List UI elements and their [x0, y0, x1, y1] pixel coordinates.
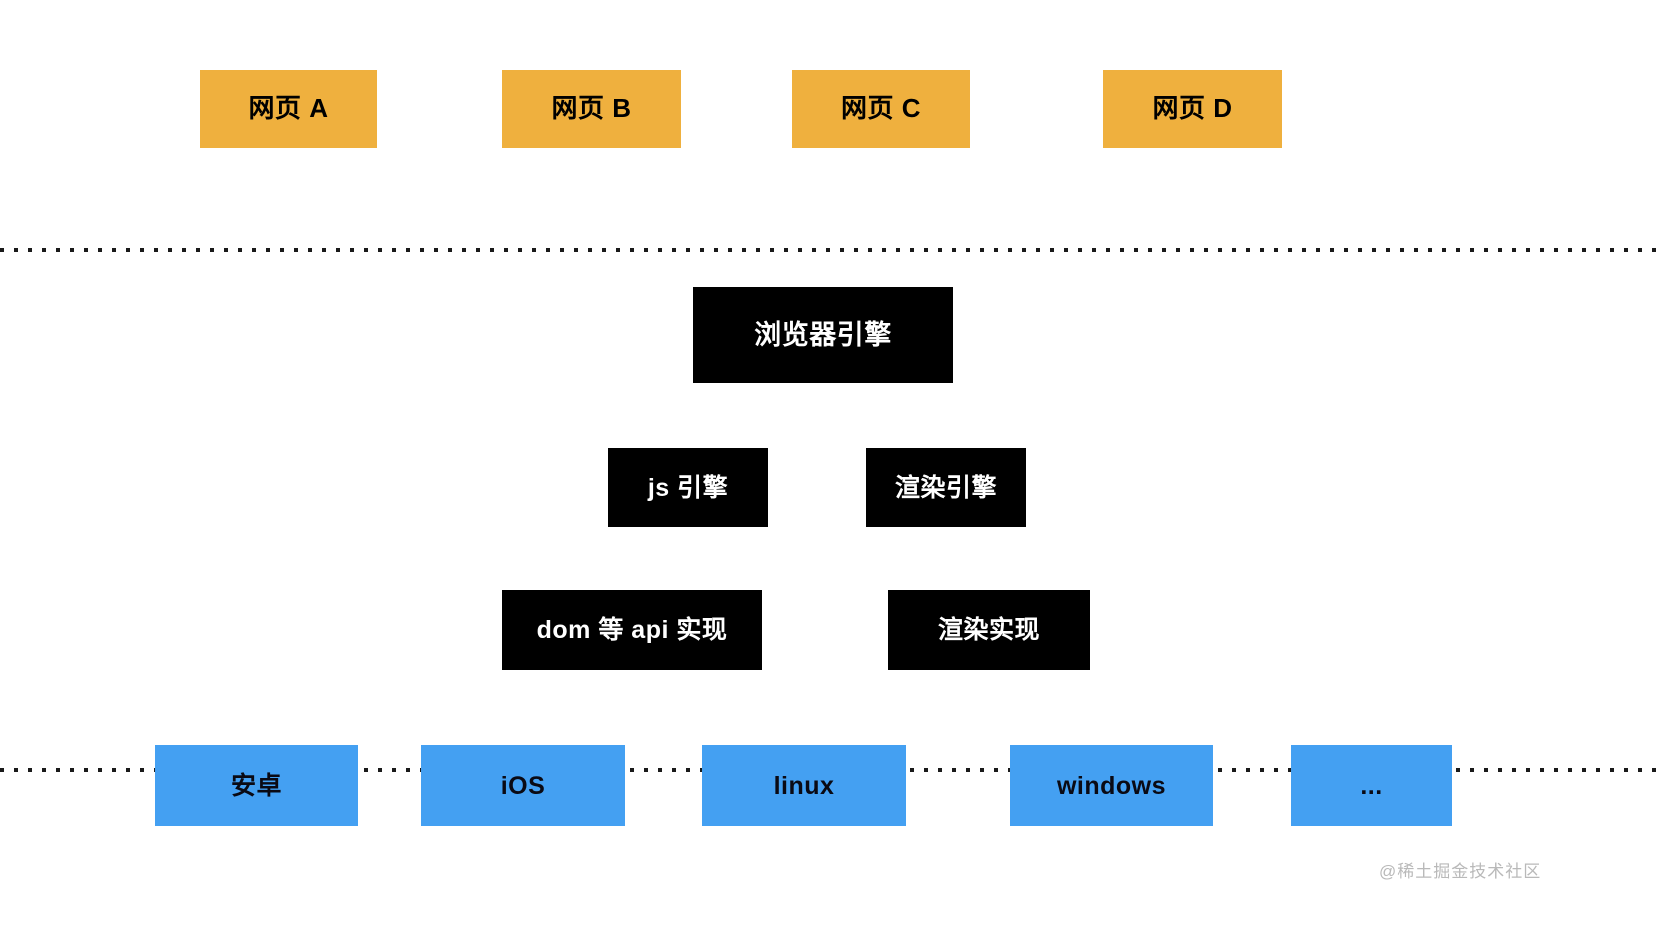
node-js-engine[interactable]: js 引擎	[608, 448, 768, 527]
node-label: 网页 A	[248, 93, 329, 124]
node-label: js 引擎	[647, 473, 729, 502]
node-dom-api-impl[interactable]: dom 等 api 实现	[502, 590, 762, 670]
node-os-android[interactable]: 安卓	[155, 745, 358, 826]
node-label: dom 等 api 实现	[536, 616, 728, 644]
node-label: 渲染引擎	[894, 473, 997, 502]
node-label: 渲染实现	[937, 616, 1040, 644]
node-os-windows[interactable]: windows	[1010, 745, 1213, 826]
watermark: @稀土掘金技术社区	[1379, 862, 1542, 881]
node-render-engine[interactable]: 渲染引擎	[866, 448, 1026, 527]
node-label: 网页 D	[1152, 93, 1233, 124]
node-label: 网页 B	[551, 93, 632, 124]
node-label: iOS	[500, 771, 546, 800]
node-page-d[interactable]: 网页 D	[1103, 70, 1282, 148]
node-page-b[interactable]: 网页 B	[502, 70, 681, 148]
node-os-ios[interactable]: iOS	[421, 745, 625, 826]
divider-top	[0, 248, 1656, 252]
node-page-a[interactable]: 网页 A	[200, 70, 377, 148]
node-label: linux	[773, 771, 835, 800]
node-render-impl[interactable]: 渲染实现	[888, 590, 1090, 670]
node-label: 安卓	[230, 771, 282, 800]
node-label: 浏览器引擎	[754, 319, 892, 350]
node-label: windows	[1056, 771, 1167, 800]
node-page-c[interactable]: 网页 C	[792, 70, 970, 148]
node-label: ...	[1360, 771, 1383, 800]
node-os-other[interactable]: ...	[1291, 745, 1452, 826]
node-os-linux[interactable]: linux	[702, 745, 906, 826]
node-label: 网页 C	[840, 93, 921, 124]
node-browser-engine[interactable]: 浏览器引擎	[693, 287, 953, 383]
